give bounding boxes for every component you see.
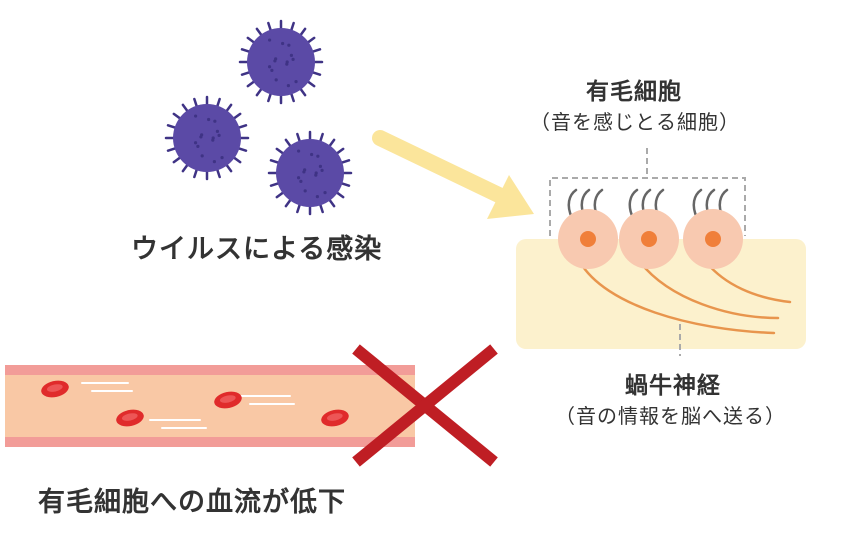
hair-cell-label: 有毛細胞 [586, 79, 682, 105]
virus-icon [164, 95, 250, 181]
red-blood-cell-icon [41, 380, 69, 398]
hair-cell-bracket [549, 148, 746, 236]
cochlear-nerve-note: （音の情報を脳へ送る） [555, 404, 786, 428]
hair-cell-icon [558, 188, 618, 269]
virus-infection-label: ウイルスによる感染 [131, 234, 383, 265]
blood-flow-decrease-label: 有毛細胞への血流が低下 [38, 487, 346, 518]
hair-cell-icon [619, 188, 679, 269]
hair-cell-icon [683, 188, 743, 269]
red-blood-cell-icon [214, 391, 242, 409]
hair-cells [558, 188, 743, 269]
red-blood-cell-icon [116, 409, 144, 427]
hair-cell-note: （音を感じとる細胞） [530, 110, 740, 134]
virus-icon [267, 130, 353, 216]
virus-group [164, 19, 353, 216]
cross-icon [352, 344, 498, 467]
blood-vessel [5, 365, 415, 447]
virus-icon [238, 19, 324, 105]
cochlear-nerve-label: 蝸牛神経 [625, 373, 721, 399]
red-blood-cell-icon [321, 409, 349, 427]
arrow-icon [372, 130, 534, 219]
